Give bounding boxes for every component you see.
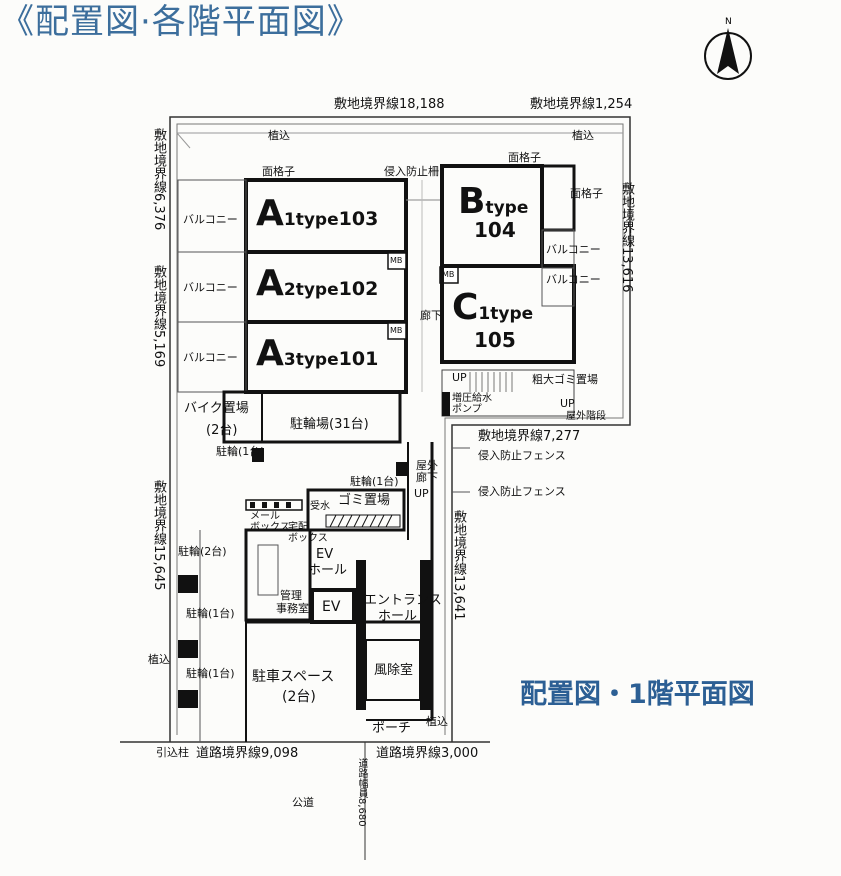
unit-a1: A1type103 [256,193,379,234]
unit-b-number: 104 [474,218,516,242]
bicycle-1c: 駐輪(1台) [186,607,235,620]
delivery-box: 宅配 [288,522,308,533]
anti-intrusion-rail: 侵入防止柵 [384,165,439,178]
bicycle-parking: 駐輪場(31台) [290,417,369,432]
windbreak-room: 風除室 [374,663,414,678]
road-width: 道路幅員8,680 [356,758,367,827]
boundary-left-lower: 敷地境界線15,645 [151,480,166,591]
bicycle-1b: 駐輪(1台) [350,475,399,488]
booster-pump-2: ポンプ [452,404,482,415]
bike-parking: バイク置場 [184,401,249,416]
bicycle-1a: 駐輪(1台) [216,445,265,458]
planting-top: 植込 [268,129,290,142]
road-name: 公道 [292,796,314,809]
up-1: UP [452,371,467,384]
garbage-area: ゴミ置場 [338,493,391,508]
plan-subtitle: 配置図・1階平面図 [520,679,755,710]
entrance-1: エントランス [364,593,442,608]
up-2: UP [560,397,575,410]
planting-left: 植込 [148,653,170,666]
boundary-left-middle: 敷地境界線5,169 [151,265,166,368]
boundary-right-step: 敷地境界線7,277 [478,429,581,444]
unit-a2: A2type102 [256,263,379,304]
balcony-2: バルコニー [183,281,238,294]
planting-top-right: 植込 [572,129,594,142]
outdoor-stairs: 屋外階段 [566,411,606,422]
boundary-top-right: 敷地境界線1,254 [530,97,633,112]
boundary-top-left: 敷地境界線18,188 [334,97,445,112]
porch: ポーチ [372,721,412,736]
mail-box-2: ボックス [250,522,290,533]
corridor: 廊下 [420,309,442,322]
entrance-2: ホール [378,609,418,624]
balcony-c: バルコニー [546,273,601,286]
bicycle-2: 駐輪(2台) [178,545,227,558]
unit-c1-number: 105 [474,328,516,352]
north-arrow-icon: N [697,14,759,84]
boundary-right-inner: 敷地境界線13,641 [451,510,466,621]
page-title: 《配置図·各階平面図》 [0,2,362,42]
bike-parking-count: (2台) [206,423,238,438]
up-3: UP [414,487,429,500]
management-1: 管理 [280,589,302,602]
unit-a3: A3type101 [256,333,379,374]
balcony-3: バルコニー [183,351,238,364]
parking-2: (2台) [282,689,316,705]
unit-b: Btype [458,181,529,222]
balcony-b: バルコニー [546,243,601,256]
lattice-b: 面格子 [508,151,541,164]
boundary-left-upper: 敷地境界線6,376 [151,128,166,231]
boundary-road-right: 道路境界線3,000 [376,746,479,761]
delivery-box-2: ボックス [288,533,328,544]
bulky-trash: 粗大ゴミ置場 [532,373,598,386]
outdoor-corridor-1: 屋外 [416,459,438,472]
lattice-b-side: 面格子 [570,187,603,200]
mb-1: MB [390,256,403,265]
lattice-a: 面格子 [262,165,295,178]
mb-2: MB [390,326,403,335]
ev-label: EV [322,599,341,615]
booster-pump-1: 増圧給水 [452,393,492,404]
unit-c1: C1type [452,287,534,328]
ev-hall-1: EV [316,547,334,562]
ev-hall-2: ホール [308,563,348,578]
outdoor-corridor-2: 廊下 [416,471,438,484]
planting-porch: 植込 [426,715,448,728]
management-2: 事務室 [276,602,309,615]
compass-label: N [725,17,732,27]
bicycle-1d: 駐輪(1台) [186,667,235,680]
anti-intrusion-fence-1: 侵入防止フェンス [478,449,566,462]
balcony-1: バルコニー [183,213,238,226]
anti-intrusion-fence-2: 侵入防止フェンス [478,485,566,498]
parking-1: 駐車スペース [252,669,335,685]
utility-pole-label: 引込柱 [156,746,189,759]
boundary-road-left: 道路境界線9,098 [196,746,299,761]
mb-3: MB [442,270,455,279]
mail-box: メール [250,511,280,522]
boundary-right: 敷地境界線13,616 [619,182,634,293]
water-supply: 受水 [310,501,330,512]
